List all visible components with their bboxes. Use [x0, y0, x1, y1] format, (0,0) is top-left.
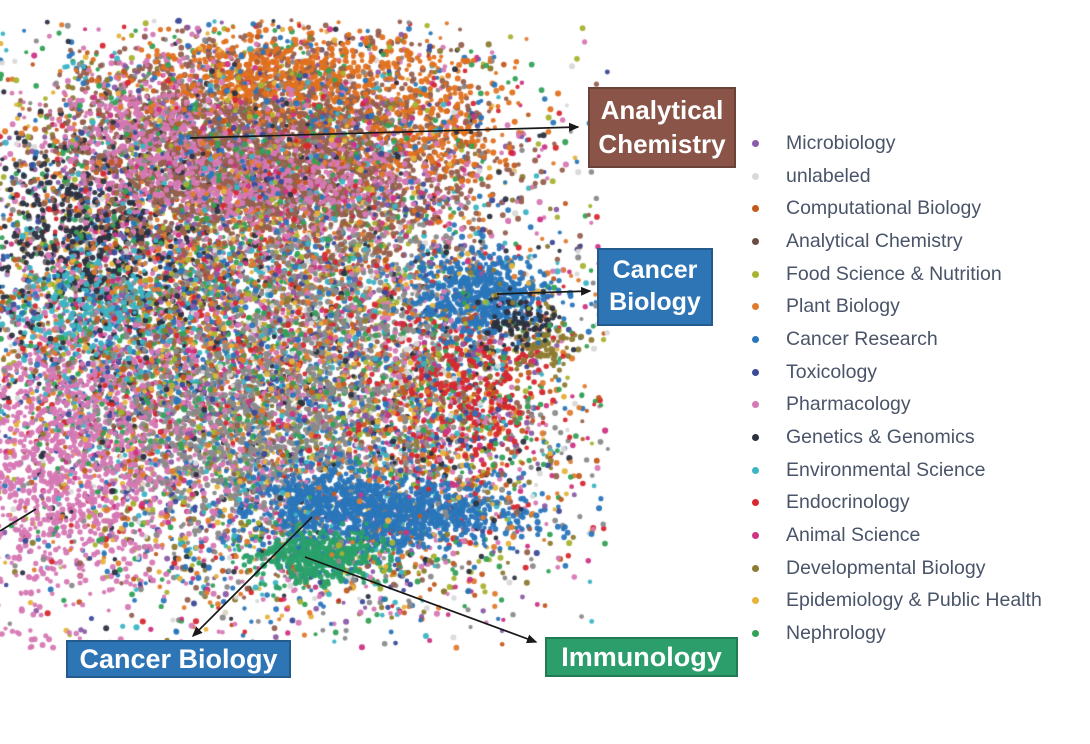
legend-item-label: Microbiology	[786, 131, 896, 154]
legend-swatch-icon	[752, 270, 759, 278]
legend-item-label: Cancer Research	[786, 327, 938, 350]
annotation-arrow	[189, 122, 580, 139]
legend-item-label: Analytical Chemistry	[786, 229, 963, 252]
legend-item: Developmental Biology	[752, 552, 1042, 585]
legend-swatch-icon	[752, 434, 759, 442]
legend-item-label: Genetics & Genomics	[786, 426, 975, 449]
legend-item-label: Epidemiology & Public Health	[786, 589, 1042, 612]
legend-item-label: Pharmacology	[786, 393, 911, 416]
legend-item: Pharmacology	[752, 389, 1042, 422]
legend-item-label: Food Science & Nutrition	[786, 262, 1002, 285]
callout-cancer-biology-right: Cancer Biology	[597, 248, 713, 326]
legend-item: Cancer Research	[752, 323, 1042, 356]
legend-swatch-icon	[752, 205, 759, 213]
legend-swatch-icon	[752, 630, 759, 638]
legend-item: Plant Biology	[752, 290, 1042, 323]
legend-item: unlabeled	[752, 160, 1042, 193]
legend-item: Nephrology	[752, 617, 1042, 650]
legend-swatch-icon	[752, 564, 759, 572]
legend-swatch-icon	[752, 335, 759, 343]
legend-swatch-icon	[752, 466, 759, 474]
legend-swatch-icon	[752, 368, 759, 376]
legend-item-label: Endocrinology	[786, 491, 910, 514]
legend-item-label: Computational Biology	[786, 197, 982, 220]
legend-swatch-icon	[752, 172, 759, 180]
legend-item: Computational Biology	[752, 192, 1042, 225]
legend-swatch-icon	[752, 499, 759, 507]
legend-item-label: Animal Science	[786, 524, 921, 547]
legend-item-label: Plant Biology	[786, 295, 900, 318]
callout-analytical-chemistry: Analytical Chemistry	[588, 87, 736, 168]
legend-swatch-icon	[752, 401, 759, 409]
legend-item: Environmental Science	[752, 454, 1042, 487]
legend-item: Analytical Chemistry	[752, 225, 1042, 258]
legend-item-label: Toxicology	[786, 360, 878, 383]
annotation-arrow	[304, 556, 538, 644]
legend-swatch-icon	[752, 237, 759, 245]
annotation-arrow	[0, 508, 37, 532]
legend-item: Microbiology	[752, 127, 1042, 160]
legend-item: Epidemiology & Public Health	[752, 585, 1042, 618]
legend-swatch-icon	[752, 139, 759, 147]
legend-swatch-icon	[752, 532, 759, 540]
legend-item: Genetics & Genomics	[752, 421, 1042, 454]
legend-swatch-icon	[752, 597, 759, 605]
annotation-arrow	[496, 286, 592, 296]
legend-item: Animal Science	[752, 519, 1042, 552]
callout-immunology: Immunology	[545, 637, 738, 677]
legend-swatch-icon	[752, 303, 759, 311]
legend-item-label: Developmental Biology	[786, 556, 986, 579]
legend-item: Toxicology	[752, 356, 1042, 389]
legend-item-label: Nephrology	[786, 622, 886, 645]
legend-item-label: unlabeled	[786, 164, 871, 187]
annotation-arrow	[191, 516, 313, 638]
callout-cancer-biology-bottom: Cancer Biology	[66, 640, 291, 678]
legend-item-label: Environmental Science	[786, 458, 986, 481]
legend-item: Endocrinology	[752, 487, 1042, 520]
legend-item: Food Science & Nutrition	[752, 258, 1042, 291]
